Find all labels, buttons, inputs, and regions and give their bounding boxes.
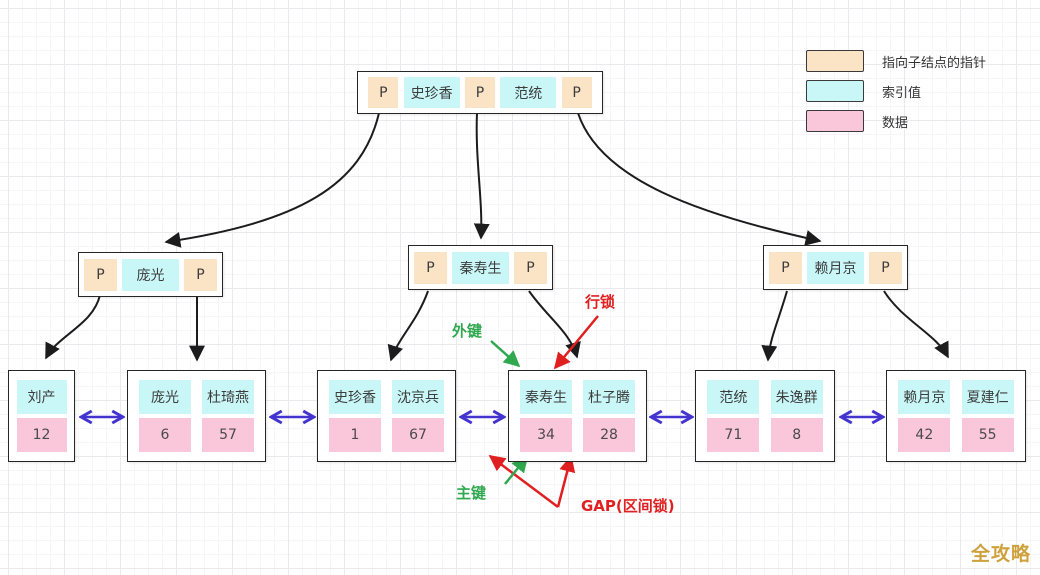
index-cell: 范统 xyxy=(500,77,557,108)
leaf-node-6: 赖月京 夏建仁 42 55 xyxy=(886,370,1026,462)
index-cell: 庞光 xyxy=(139,380,191,414)
leaf-node-3: 史珍香 沈京兵 1 67 xyxy=(317,370,456,462)
data-cell: 42 xyxy=(898,418,951,452)
pointer-cell: P xyxy=(869,251,902,284)
index-cell: 庞光 xyxy=(122,258,179,291)
edge-root-to-internal-right xyxy=(577,112,822,246)
edge-internal-left-to-leaf-1 xyxy=(45,294,101,360)
index-cell: 杜子腾 xyxy=(583,380,635,414)
annotation-primary-key: 主键 xyxy=(456,484,487,502)
pointer-cell: P xyxy=(414,251,447,284)
annotation-row-lock: 行锁 xyxy=(585,293,616,311)
data-cell: 6 xyxy=(139,418,191,452)
legend-item-pointer: 指向子结点的指针 xyxy=(806,50,986,72)
index-cell: 秦寿生 xyxy=(452,251,509,284)
data-cell: 28 xyxy=(583,418,635,452)
index-cell: 沈京兵 xyxy=(392,380,444,414)
data-cell: 67 xyxy=(392,418,444,452)
edge-root-to-internal-left xyxy=(164,112,380,248)
row-lock-arrow xyxy=(553,315,599,370)
gap-lock-arrow-left xyxy=(488,455,559,508)
pointer-cell: P xyxy=(561,77,592,108)
index-cell: 朱逸群 xyxy=(770,380,823,414)
annotation-gap-lock: GAP(区间锁) xyxy=(581,497,675,515)
leaf-node-4: 秦寿生 杜子腾 34 28 xyxy=(508,370,647,462)
foreign-key-arrow xyxy=(490,340,521,368)
legend-swatch-index xyxy=(806,80,864,102)
pointer-cell: P xyxy=(184,258,217,291)
legend-label-data: 数据 xyxy=(882,115,909,131)
index-cell: 赖月京 xyxy=(807,251,864,284)
edge-internal-right-to-leaf-5 xyxy=(761,290,788,362)
index-cell: 夏建仁 xyxy=(961,380,1014,414)
data-cell: 1 xyxy=(329,418,381,452)
index-cell: 刘产 xyxy=(16,380,67,414)
leaf-node-2: 庞光 杜琦燕 6 57 xyxy=(127,370,266,462)
data-cell: 34 xyxy=(520,418,572,452)
watermark: 全攻略 xyxy=(971,543,1032,565)
leaf-node-1: 刘产 12 xyxy=(8,370,75,462)
data-cell: 8 xyxy=(770,418,823,452)
data-cell: 12 xyxy=(16,418,67,452)
edge-internal-center-to-leaf-4 xyxy=(528,290,581,359)
gap-lock-arrow-right xyxy=(556,455,576,508)
pointer-cell: P xyxy=(769,251,802,284)
pointer-cell: P xyxy=(464,77,495,108)
index-cell: 史珍香 xyxy=(403,77,460,108)
legend-label-index: 索引值 xyxy=(882,85,922,101)
internal-node-left: P 庞光 P xyxy=(78,252,223,297)
pointer-cell: P xyxy=(368,77,399,108)
legend-swatch-data xyxy=(806,110,864,132)
index-cell: 史珍香 xyxy=(329,380,381,414)
edge-internal-center-to-leaf-3 xyxy=(387,290,429,362)
root-node: P 史珍香 P 范统 P xyxy=(357,71,603,114)
index-cell: 范统 xyxy=(707,380,760,414)
pointer-cell: P xyxy=(84,258,117,291)
leaf-node-5: 范统 朱逸群 71 8 xyxy=(695,370,835,462)
legend-item-data: 数据 xyxy=(806,110,908,132)
data-cell: 71 xyxy=(707,418,760,452)
index-cell: 杜琦燕 xyxy=(202,380,254,414)
pointer-cell: P xyxy=(514,251,547,284)
internal-node-center: P 秦寿生 P xyxy=(408,245,553,290)
data-cell: 55 xyxy=(961,418,1014,452)
edge-internal-right-to-leaf-6 xyxy=(883,290,949,359)
data-cell: 57 xyxy=(202,418,254,452)
legend-item-index: 索引值 xyxy=(806,80,921,102)
annotation-foreign-key: 外键 xyxy=(452,322,483,340)
edge-root-to-internal-center xyxy=(473,112,490,240)
legend-swatch-pointer xyxy=(806,50,864,72)
index-cell: 赖月京 xyxy=(898,380,951,414)
legend-label-pointer: 指向子结点的指针 xyxy=(882,55,987,71)
internal-node-right: P 赖月京 P xyxy=(763,245,908,290)
index-cell: 秦寿生 xyxy=(520,380,572,414)
